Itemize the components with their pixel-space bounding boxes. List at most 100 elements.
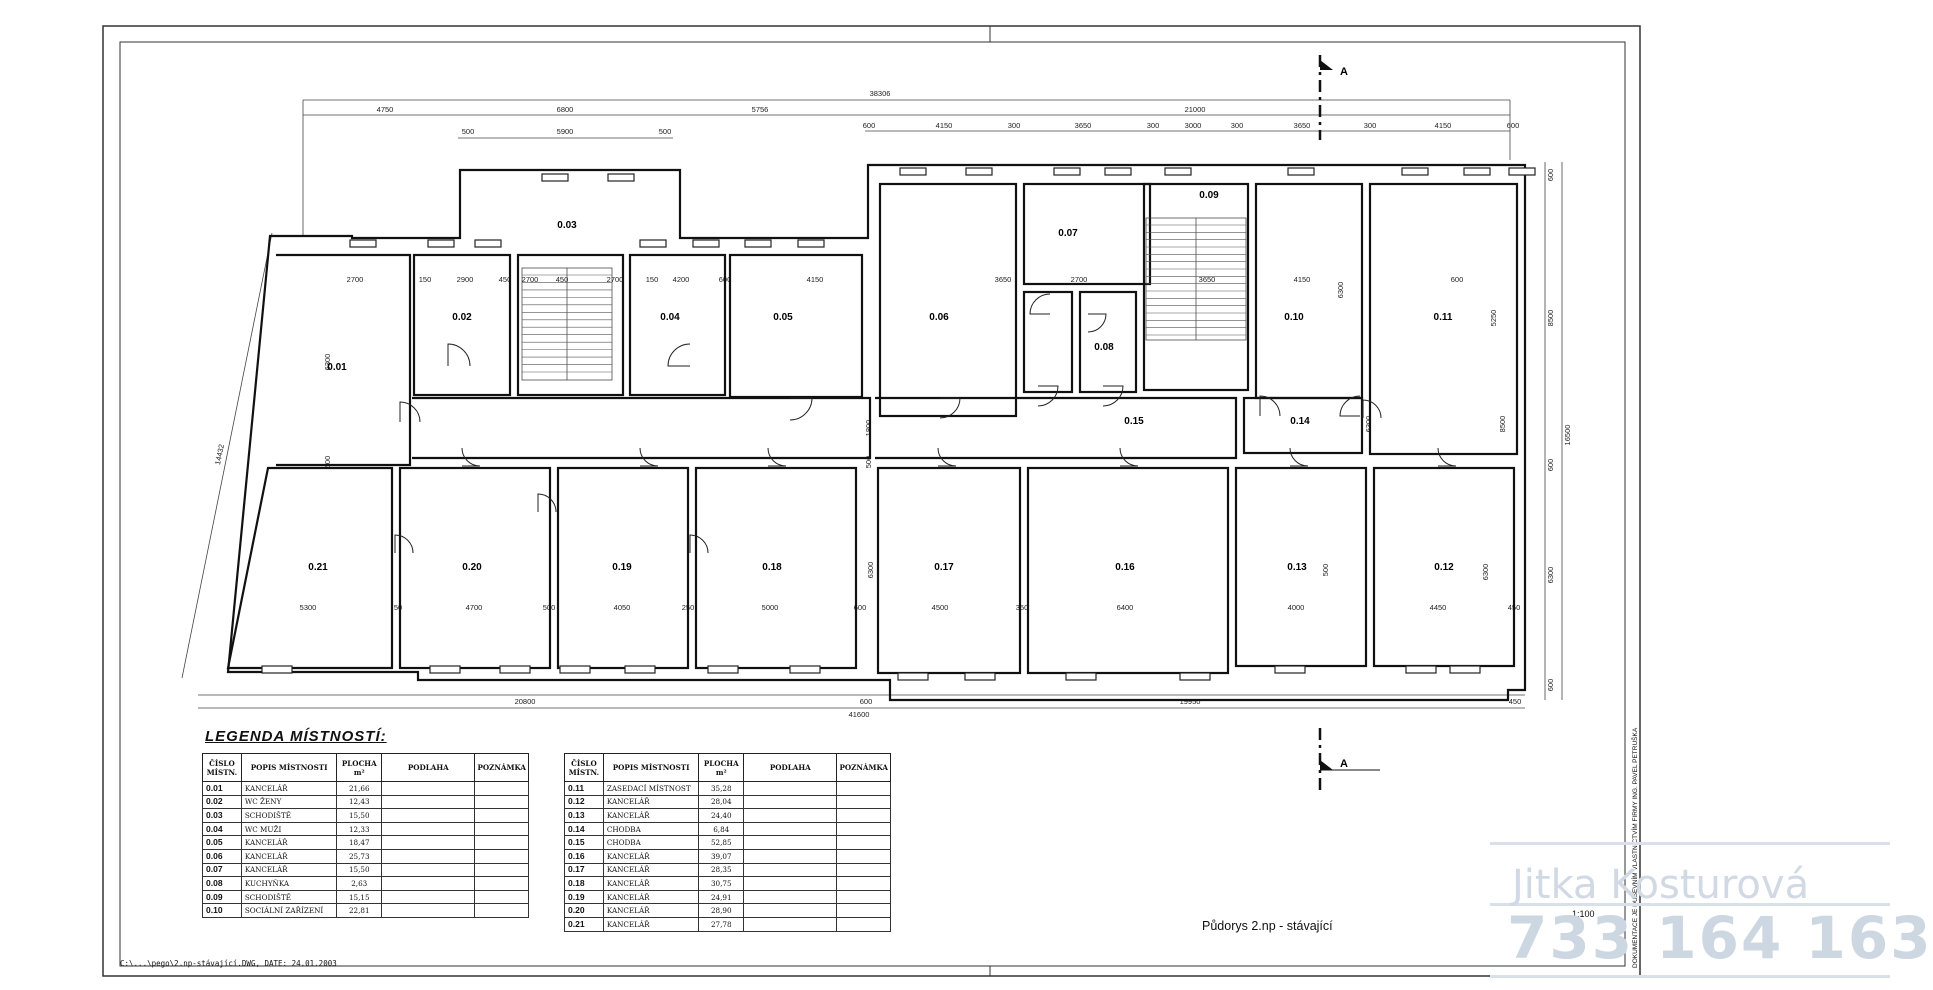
room-floor <box>743 903 838 918</box>
outer-frame <box>102 25 1641 977</box>
room-note <box>474 808 529 823</box>
dim-row2: 5300 <box>300 603 317 612</box>
room-note <box>474 821 529 837</box>
dim-row1: 3650 <box>1199 275 1216 284</box>
dim-vertical: 6300 <box>866 562 875 579</box>
room-note <box>474 835 529 850</box>
window <box>1287 167 1315 176</box>
col-floor: PODLAHA <box>743 753 838 782</box>
dim-row1: 450 <box>556 275 569 284</box>
room-label-0.10: 0.10 <box>1284 312 1304 323</box>
door-swing <box>937 447 957 467</box>
room-number: 0.13 <box>564 808 604 823</box>
windows <box>261 167 1536 681</box>
col-number: ČÍSLO MÍSTN. <box>202 753 242 782</box>
section-label-top: A <box>1340 66 1348 78</box>
door-swing <box>1289 447 1309 467</box>
room-description: KUCHYŇKA <box>240 876 338 891</box>
room-note <box>474 903 529 918</box>
window <box>692 239 720 248</box>
room-area: 2,63 <box>336 876 383 891</box>
door-swing <box>1437 447 1457 467</box>
dim-top-right-part: 3650 <box>1294 121 1311 130</box>
window <box>1401 167 1429 176</box>
dim-top-left: 6800 <box>557 105 574 114</box>
room-number: 0.19 <box>564 889 604 905</box>
dim-row1: 150 <box>419 275 432 284</box>
window <box>1463 167 1491 176</box>
room-note <box>474 889 529 905</box>
room-label-0.08: 0.08 <box>1094 342 1114 353</box>
door-swing <box>1102 385 1124 407</box>
stair-treads-2 <box>1146 224 1246 336</box>
room-note <box>836 835 891 850</box>
room-area: 39,07 <box>698 848 745 864</box>
room-area: 25,73 <box>336 848 383 864</box>
room-note <box>836 903 891 918</box>
window <box>639 239 667 248</box>
dim-right-part: 8500 <box>1546 310 1555 327</box>
room-description: KANCELÁŘ <box>602 794 700 810</box>
room-area: 24,91 <box>698 889 745 905</box>
window <box>1179 672 1211 681</box>
room-area: 21,66 <box>336 781 383 796</box>
room-floor <box>381 903 476 918</box>
window <box>897 672 929 681</box>
door-swing <box>1362 399 1382 419</box>
room-note <box>836 821 891 837</box>
window <box>607 173 635 182</box>
room-floor <box>381 876 476 891</box>
col-note: POZNÁMKA <box>836 753 891 782</box>
room-note <box>836 876 891 891</box>
room-number: 0.20 <box>564 903 604 918</box>
room-floor <box>381 808 476 823</box>
dim-row2: 350 <box>1016 603 1029 612</box>
watermark-rule-bottom <box>1490 975 1890 978</box>
dim-bottom-part: 20800 <box>515 697 536 706</box>
room-label-0.12: 0.12 <box>1434 562 1454 573</box>
room-description: ZASEDACÍ MÍSTNOST <box>602 781 700 796</box>
dim-right-part: 600 <box>1546 169 1555 182</box>
dim-row1: 2700 <box>607 275 624 284</box>
room-description: KANCELÁŘ <box>240 862 338 878</box>
doors <box>394 293 1457 554</box>
room-number: 0.10 <box>202 903 242 918</box>
stair-treads-1 <box>522 274 612 373</box>
section-marker-top: A <box>1318 55 1348 140</box>
window <box>474 239 502 248</box>
room-floor <box>743 794 838 810</box>
room-area: 35,28 <box>698 781 745 796</box>
col-floor: PODLAHA <box>381 753 476 782</box>
window <box>1053 167 1081 176</box>
staircase-0.09 <box>1145 217 1247 341</box>
dim-top-left: 4750 <box>377 105 394 114</box>
dim-row1: 150 <box>646 275 659 284</box>
room-note <box>474 848 529 864</box>
dim-vertical: 5250 <box>1489 310 1498 327</box>
dim-row2: 4000 <box>1288 603 1305 612</box>
room-floor <box>381 848 476 864</box>
room-description: SCHODIŠTĚ <box>240 889 338 905</box>
watermark-rule-mid <box>1490 903 1890 906</box>
window <box>797 239 825 248</box>
dim-vertical: 500 <box>864 456 873 469</box>
inner-frame <box>119 41 1626 967</box>
window <box>707 665 739 674</box>
room-label-0.04: 0.04 <box>660 312 680 323</box>
dim-row2: 4500 <box>932 603 949 612</box>
col-description: POPIS MÍSTNOSTI <box>602 753 700 782</box>
door-swing <box>1259 395 1281 417</box>
file-path: C:\...\pego\2.np-stávající.DWG, DATE: 24… <box>120 959 337 968</box>
dim-row2: 5000 <box>762 603 779 612</box>
dim-vertical: 500 <box>1321 564 1330 577</box>
